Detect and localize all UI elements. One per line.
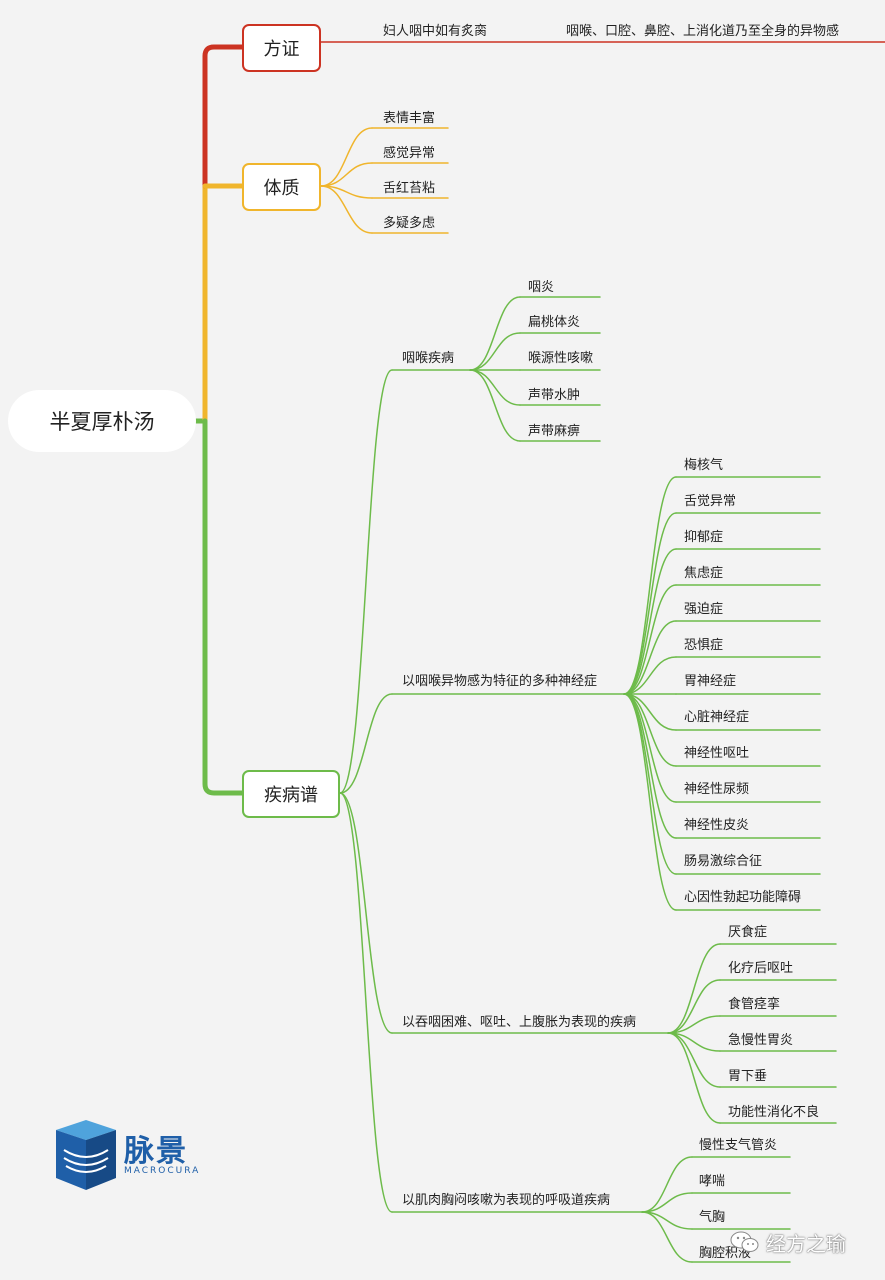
- disease-item: 声带麻痹: [528, 424, 581, 439]
- trunk-line: [202, 418, 245, 796]
- tizhi-line: [320, 127, 373, 187]
- disease-group-label: 以吞咽困难、呕吐、上腹胀为表现的疾病: [402, 1015, 637, 1030]
- root-node[interactable]: 半夏厚朴汤: [8, 390, 196, 452]
- disease-item: 神经性尿频: [684, 782, 750, 797]
- item-line: [641, 1192, 693, 1213]
- item-line: [623, 512, 677, 695]
- item-line: [623, 584, 677, 695]
- watermark: 经方之瑜: [730, 1228, 846, 1256]
- item-line: [469, 369, 521, 406]
- item-line: [667, 979, 721, 1034]
- disease-item: 扁桃体炎: [528, 315, 581, 330]
- group-line: [339, 792, 393, 1034]
- fangzheng-item: 妇人咽中如有炙脔: [383, 24, 488, 39]
- disease-item: 强迫症: [684, 602, 724, 617]
- item-line: [641, 1156, 693, 1213]
- disease-item: 厌食症: [728, 925, 768, 940]
- disease-item: 功能性消化不良: [728, 1105, 820, 1120]
- branch-fangzheng[interactable]: 方证: [242, 24, 321, 72]
- disease-item: 慢性支气管炎: [699, 1138, 778, 1153]
- disease-item: 焦虑症: [684, 566, 724, 581]
- item-line: [469, 296, 521, 371]
- disease-item: 胃下垂: [728, 1069, 768, 1084]
- disease-item: 急慢性胃炎: [728, 1033, 794, 1048]
- group-line: [339, 792, 393, 1213]
- cube-logo-icon: [56, 1120, 116, 1190]
- item-line: [623, 693, 677, 875]
- watermark-text: 经方之瑜: [766, 1231, 846, 1256]
- disease-item: 胸腔积液: [699, 1246, 752, 1261]
- item-line: [667, 1032, 721, 1124]
- item-line: [623, 693, 677, 731]
- item-line: [623, 693, 677, 911]
- disease-item: 抑郁症: [684, 530, 724, 545]
- item-line: [667, 943, 721, 1034]
- disease-item: 化疗后呕吐: [728, 961, 794, 976]
- disease-item: 恐惧症: [684, 638, 724, 653]
- disease-item: 胃神经症: [684, 674, 737, 689]
- group-line: [339, 693, 393, 794]
- disease-item: 心脏神经症: [684, 710, 750, 725]
- disease-item: 神经性呕吐: [684, 746, 750, 761]
- disease-item: 梅核气: [684, 458, 724, 473]
- item-line: [623, 693, 677, 767]
- item-line: [667, 1015, 721, 1034]
- item-line: [623, 476, 677, 695]
- branch-tizhi[interactable]: 体质: [242, 163, 321, 211]
- fangzheng-item: 咽喉、口腔、鼻腔、上消化道乃至全身的异物感: [566, 24, 840, 39]
- wechat-icon: [730, 1231, 759, 1252]
- disease-item: 声带水肿: [528, 388, 581, 403]
- item-line: [469, 369, 521, 442]
- disease-item: 食管痉挛: [728, 997, 781, 1012]
- item-line: [469, 332, 521, 371]
- disease-item: 咽炎: [528, 280, 555, 295]
- item-line: [623, 693, 677, 839]
- tizhi-item: 舌红苔粘: [383, 181, 436, 196]
- tizhi-item: 表情丰富: [383, 111, 436, 126]
- tizhi-item: 多疑多虑: [383, 216, 436, 231]
- item-line: [623, 548, 677, 695]
- disease-group-label: 以肌肉胸闷咳嗽为表现的呼吸道疾病: [402, 1193, 611, 1208]
- disease-item: 心因性勃起功能障碍: [684, 890, 802, 905]
- disease-group-label: 咽喉疾病: [402, 351, 455, 366]
- trunk-line: [202, 44, 245, 189]
- item-line: [641, 1211, 693, 1263]
- disease-item: 气胸: [699, 1210, 726, 1225]
- disease-group-label: 以咽喉异物感为特征的多种神经症: [402, 674, 598, 689]
- logo-name: 脉景: [124, 1134, 188, 1169]
- tizhi-item: 感觉异常: [383, 146, 436, 161]
- item-line: [623, 620, 677, 695]
- tizhi-line: [320, 185, 373, 234]
- logo-subtitle: MACROCURA: [124, 1166, 201, 1176]
- item-line: [667, 1032, 721, 1088]
- disease-item: 哮喘: [699, 1174, 726, 1189]
- tizhi-line: [320, 162, 373, 187]
- disease-item: 神经性皮炎: [684, 818, 750, 833]
- disease-item: 舌觉异常: [684, 494, 737, 509]
- item-line: [623, 656, 677, 695]
- group-line: [339, 369, 393, 794]
- disease-item: 肠易激综合征: [684, 854, 763, 869]
- disease-item: 喉源性咳嗽: [528, 351, 594, 366]
- branch-jibing[interactable]: 疾病谱: [242, 770, 340, 818]
